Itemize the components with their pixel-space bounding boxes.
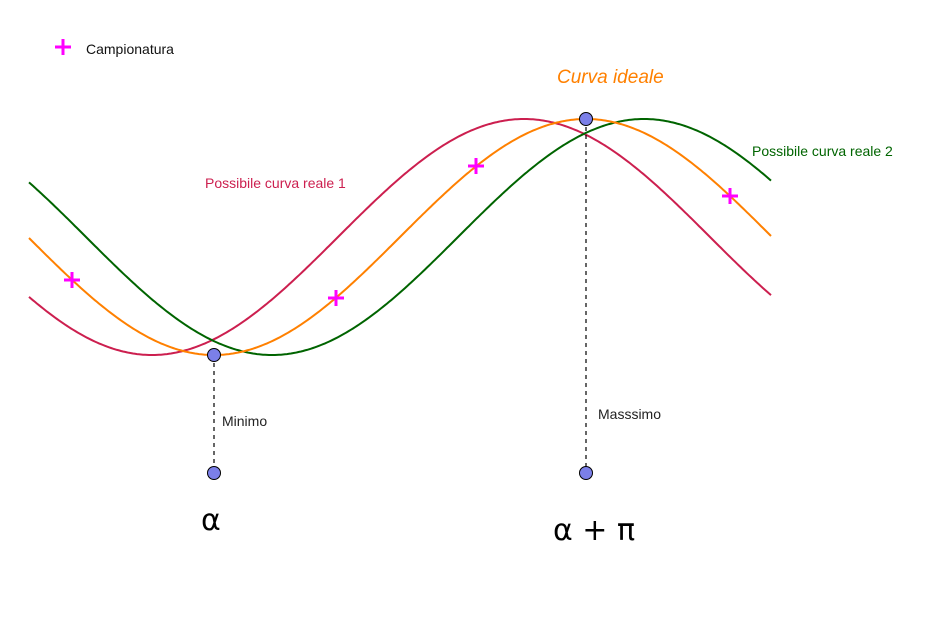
sample-marker <box>722 188 738 204</box>
minimum-label: Minimo <box>222 413 267 429</box>
alpha-label: α <box>201 503 221 538</box>
sample-marker <box>64 272 80 288</box>
maximum-point <box>579 112 593 126</box>
legend-plus-icon <box>55 39 71 55</box>
legend: Campionatura <box>55 39 174 57</box>
sample-markers <box>64 158 738 306</box>
maximum-label: Masssimo <box>598 406 661 422</box>
sample-marker <box>468 158 484 174</box>
ideal-curve <box>28 118 772 356</box>
possible-real-curve-2 <box>28 118 772 356</box>
real-curve-2-label: Possibile curva reale 2 <box>752 143 893 159</box>
real-curve-1-label: Possibile curva reale 1 <box>205 175 346 191</box>
minimum-point <box>207 348 221 362</box>
ideal-curve-label: Curva ideale <box>557 67 664 88</box>
legend-label: Campionatura <box>86 41 174 57</box>
alpha-plus-pi-point <box>579 466 593 480</box>
possible-real-curve-1 <box>28 118 772 356</box>
alpha-point <box>207 466 221 480</box>
alpha-plus-pi-label: α + π <box>553 513 635 548</box>
sample-marker <box>328 290 344 306</box>
